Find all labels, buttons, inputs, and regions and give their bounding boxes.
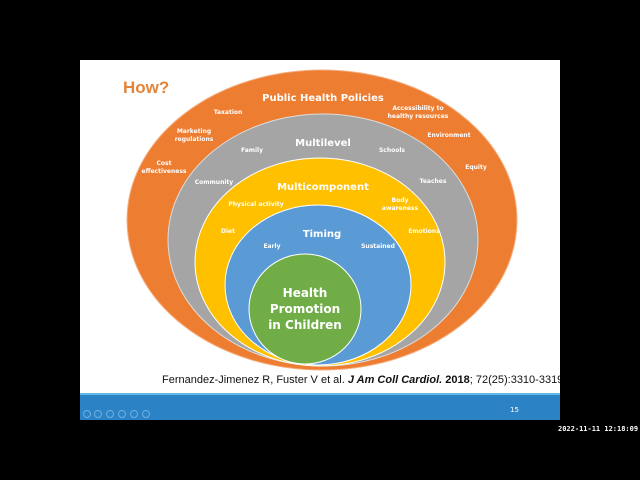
level-schools: Schools	[379, 147, 405, 154]
slides-grid-icon[interactable]	[118, 410, 126, 418]
policies-title: Public Health Policies	[262, 93, 384, 104]
policy-taxation: Taxation	[214, 109, 243, 116]
pen-icon[interactable]	[106, 410, 114, 418]
citation: Fernandez-Jimenez R, Fuster V et al. J A…	[162, 374, 560, 386]
nested-ellipse-diagram: Public Health Policies Taxation Marketin…	[126, 69, 518, 371]
policy-cost-2: effectiveness	[142, 168, 187, 175]
citation-journal: J Am Coll Cardiol.	[347, 374, 443, 386]
policy-accessibility-2: healthy resources	[388, 113, 449, 120]
presentation-slide: How? Public Health Policies Taxation Mar…	[80, 60, 560, 420]
component-awareness: awareness	[382, 205, 419, 212]
more-options-icon[interactable]	[142, 410, 150, 418]
slide-title: How?	[123, 78, 170, 97]
timestamp: 2022-11-11 12:18:09	[558, 425, 639, 433]
page-number: 15	[510, 406, 519, 414]
policy-marketing-2: regulations	[175, 136, 214, 143]
component-physical-activity: Physical activity	[228, 201, 283, 208]
policy-equity: Equity	[465, 164, 487, 171]
slide-footer-bar: 15	[80, 393, 560, 420]
component-emotions: Emotions	[408, 228, 440, 235]
citation-ref: ; 72(25):3310-3319.	[469, 374, 560, 386]
citation-authors: Fernandez-Jimenez R, Fuster V et al.	[162, 374, 345, 386]
citation-year: 2018	[445, 374, 470, 386]
center-circle	[248, 253, 362, 365]
center-line-1: Health	[283, 286, 328, 300]
component-diet: Diet	[221, 228, 235, 235]
level-family: Family	[241, 147, 263, 154]
multilevel-title: Multilevel	[295, 138, 351, 149]
timing-early: Early	[263, 243, 280, 250]
previous-slide-icon[interactable]	[83, 410, 91, 418]
policy-environment: Environment	[427, 132, 470, 139]
timing-sustained: Sustained	[361, 243, 395, 250]
component-body: Body	[392, 197, 409, 204]
policy-marketing: Marketing	[177, 128, 211, 135]
level-community: Community	[195, 179, 233, 186]
level-teaches: Teaches	[420, 178, 447, 185]
center-line-2: Promotion	[270, 302, 340, 316]
multicomponent-title: Multicomponent	[277, 182, 369, 193]
policy-cost: Cost	[157, 160, 172, 167]
zoom-icon[interactable]	[130, 410, 138, 418]
timing-title: Timing	[303, 229, 341, 240]
center-line-3: in Children	[268, 318, 342, 332]
policy-accessibility: Accessibility to	[392, 105, 443, 112]
next-slide-icon[interactable]	[94, 410, 102, 418]
